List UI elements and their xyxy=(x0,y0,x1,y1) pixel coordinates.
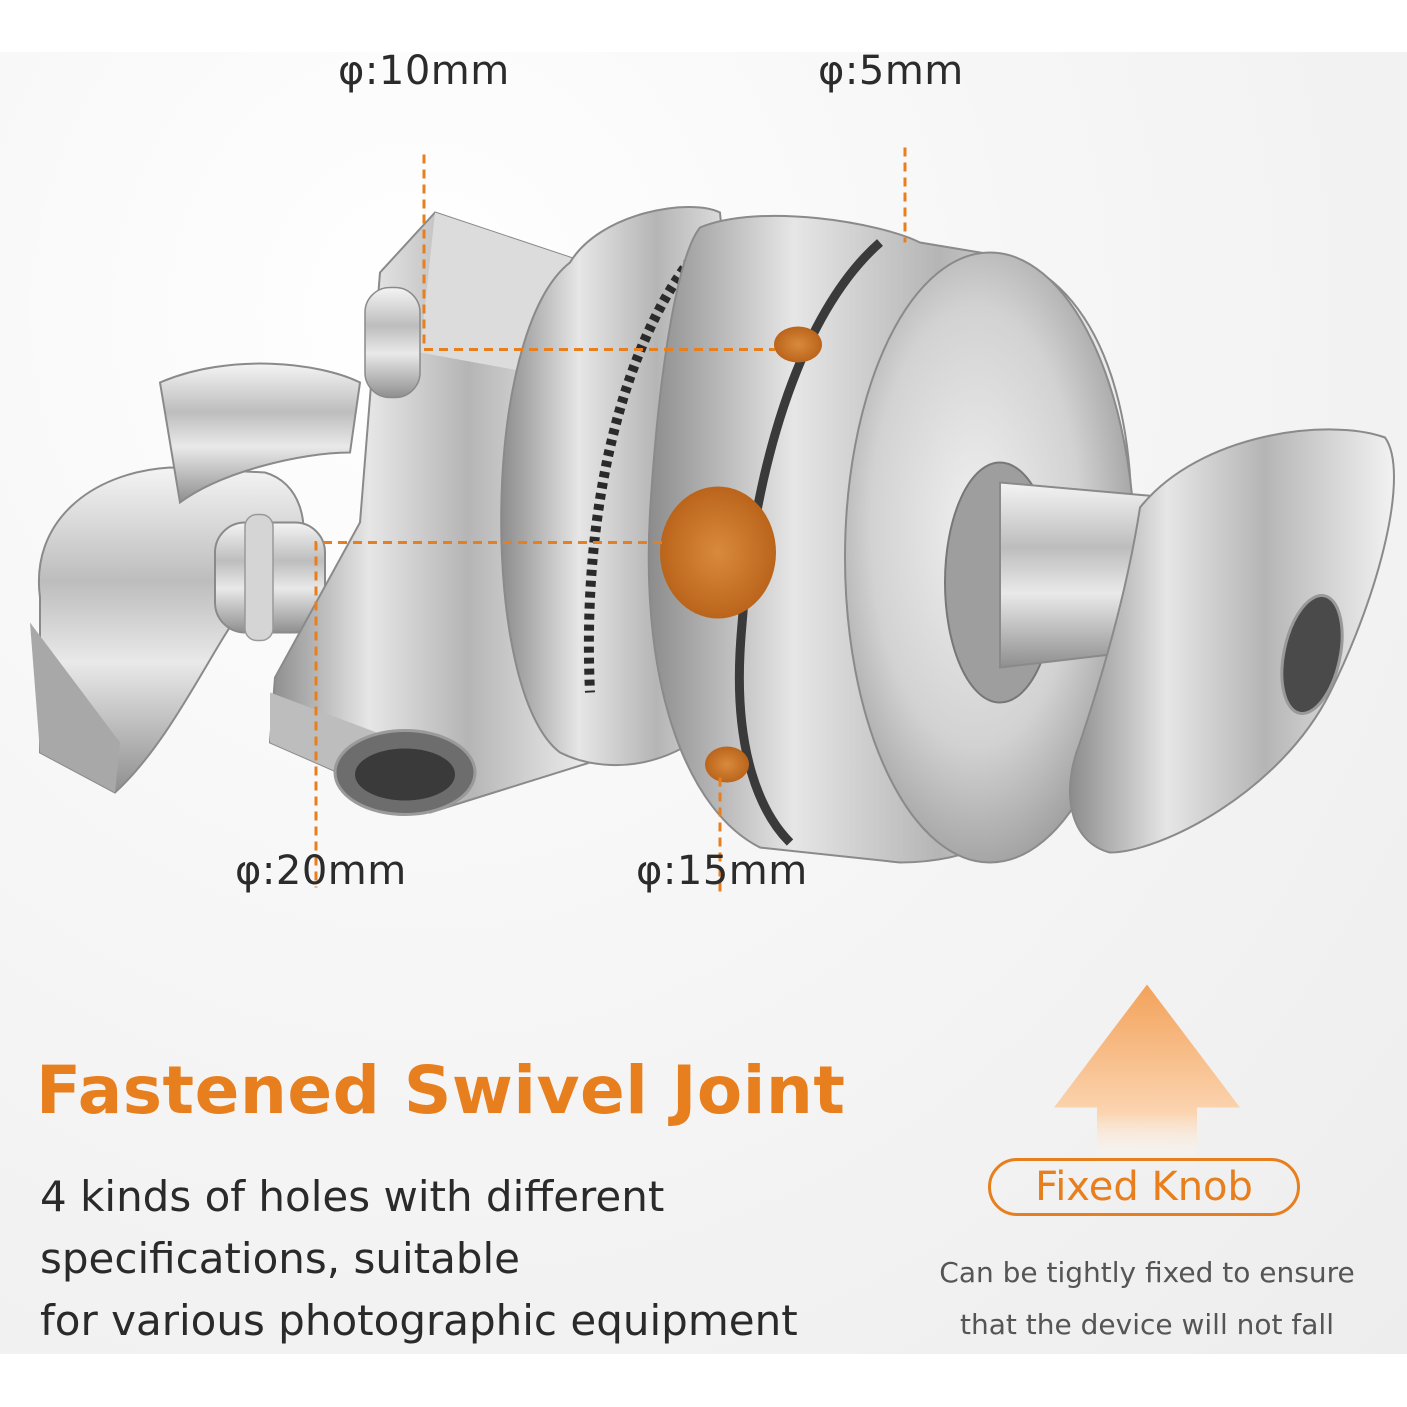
left-shaft xyxy=(214,513,326,642)
up-arrow-icon xyxy=(1054,984,1240,1168)
hole-markers xyxy=(660,326,822,783)
dimension-label-10mm: φ:10mm xyxy=(338,48,510,94)
product-stage xyxy=(0,52,1407,1354)
swivel-joint-illustration xyxy=(30,147,1395,1168)
knob-description-line: that the device will not fall xyxy=(960,1308,1334,1341)
feature-description-line: for various photographic equipment xyxy=(40,1296,798,1345)
feature-title: Fastened Swivel Joint xyxy=(36,1052,846,1129)
dimension-label-15mm: φ:15mm xyxy=(636,848,808,894)
feature-description-line: specifications, suitable xyxy=(40,1234,521,1283)
right-fixed-knob xyxy=(999,428,1395,854)
knob-description-line: Can be tightly fixed to ensure xyxy=(939,1256,1355,1289)
fixed-knob-label: Fixed Knob xyxy=(1035,1164,1253,1210)
dimension-label-5mm: φ:5mm xyxy=(818,48,964,94)
leader-lines xyxy=(314,147,907,893)
hole-10mm-marker xyxy=(774,326,822,363)
hole-20mm-marker xyxy=(660,486,776,619)
hole-15mm-marker xyxy=(705,746,749,783)
fixed-knob-badge: Fixed Knob xyxy=(988,1158,1300,1216)
dimension-label-20mm: φ:20mm xyxy=(235,848,407,894)
feature-description-line: 4 kinds of holes with different xyxy=(40,1172,665,1221)
